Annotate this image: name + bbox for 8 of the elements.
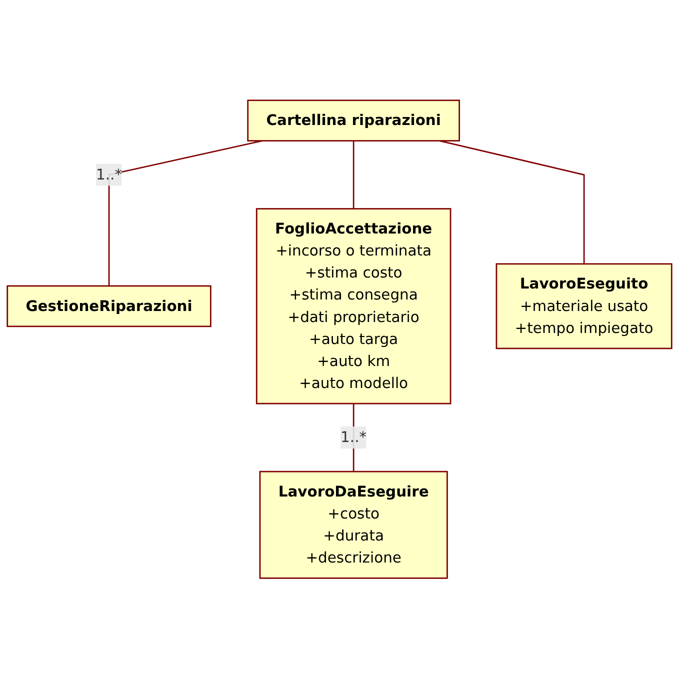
node-box: FoglioAccettazione +incorso o terminata +stima costo +stima consegna +dati proprietario +auto targa +auto km +auto modello: [256, 208, 452, 404]
node-box: LavoroDaEseguire +costo +durata +descrizione: [259, 471, 448, 580]
node-box: LavoroEseguito +materiale usato +tempo impiegato: [496, 263, 672, 350]
edge-label: 1..*: [340, 428, 367, 446]
node-box: Cartellina riparazioni: [247, 100, 460, 142]
node-box: GestioneRiparazioni: [6, 286, 212, 328]
connector: [352, 141, 354, 209]
edge-label: 1..*: [96, 166, 122, 184]
